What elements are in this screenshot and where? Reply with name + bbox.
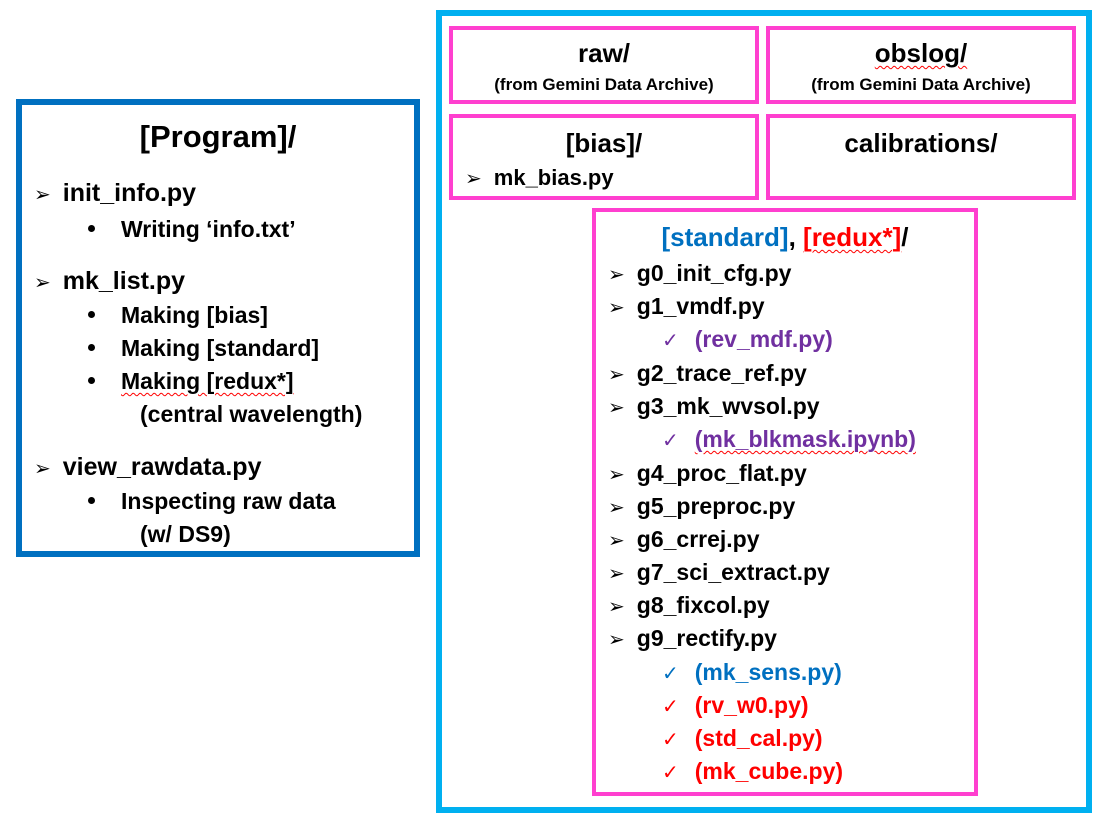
program-item-view-rawdata: ➢view_rawdata.py <box>34 453 262 481</box>
bias-box: [bias]/ ➢mk_bias.py <box>449 114 759 200</box>
optional-script: ✓(rev_mdf.py) <box>662 326 833 352</box>
script-item: ➢g0_init_cfg.py <box>608 260 792 286</box>
checkmark-icon: ✓ <box>662 330 679 352</box>
optional-script: ✓(mk_sens.py) <box>662 659 842 685</box>
obslog-title: obslog/ <box>874 38 968 68</box>
dot-bullet-icon <box>88 344 95 352</box>
program-title: [Program]/ <box>139 119 297 154</box>
program-note: Inspecting raw data <box>88 490 336 513</box>
dot-bullet-icon <box>88 225 95 233</box>
program-note-cont: (central wavelength) <box>140 401 363 427</box>
checkmark-icon: ✓ <box>662 762 679 784</box>
script-item: ➢g5_preproc.py <box>608 493 796 519</box>
dot-bullet-icon <box>88 497 95 505</box>
script-item: ➢g4_proc_flat.py <box>608 460 807 486</box>
arrow-bullet-icon: ➢ <box>608 497 625 519</box>
obslog-box: obslog/ (from Gemini Data Archive) <box>766 26 1076 104</box>
standard-title: [standard], [redux*]/ <box>661 222 909 252</box>
arrow-bullet-icon: ➢ <box>608 364 625 386</box>
arrow-bullet-icon: ➢ <box>608 397 625 419</box>
arrow-bullet-icon: ➢ <box>608 464 625 486</box>
bias-title: [bias]/ <box>565 128 643 158</box>
program-note: Making [redux*] <box>88 370 294 393</box>
optional-script: ✓(mk_blkmask.ipynb) <box>662 426 916 452</box>
dot-bullet-icon <box>88 311 95 319</box>
arrow-bullet-icon: ➢ <box>608 563 625 585</box>
bias-item: ➢mk_bias.py <box>465 165 614 190</box>
script-item: ➢g6_crrej.py <box>608 526 760 552</box>
arrow-bullet-icon: ➢ <box>608 264 625 286</box>
checkmark-icon: ✓ <box>662 663 679 685</box>
arrow-bullet-icon: ➢ <box>608 596 625 618</box>
obslog-subtitle: (from Gemini Data Archive) <box>811 75 1031 94</box>
script-item: ➢g9_rectify.py <box>608 625 777 651</box>
raw-subtitle: (from Gemini Data Archive) <box>494 75 714 94</box>
program-note: Writing ‘info.txt’ <box>88 218 296 241</box>
arrow-bullet-icon: ➢ <box>34 272 51 294</box>
checkmark-icon: ✓ <box>662 696 679 718</box>
arrow-bullet-icon: ➢ <box>465 168 482 190</box>
arrow-bullet-icon: ➢ <box>34 458 51 480</box>
program-item-init-info: ➢init_info.py <box>34 179 197 207</box>
arrow-bullet-icon: ➢ <box>608 297 625 319</box>
raw-box: raw/ (from Gemini Data Archive) <box>449 26 759 104</box>
optional-script: ✓(rv_w0.py) <box>662 692 809 718</box>
calibrations-box: calibrations/ <box>766 114 1076 200</box>
script-item: ➢g1_vmdf.py <box>608 293 765 319</box>
dot-bullet-icon <box>88 377 95 385</box>
arrow-bullet-icon: ➢ <box>608 530 625 552</box>
program-box: [Program]/ ➢init_info.py Writing ‘info.t… <box>16 99 420 557</box>
script-item: ➢g8_fixcol.py <box>608 592 770 618</box>
arrow-bullet-icon: ➢ <box>34 184 51 206</box>
calibrations-title: calibrations/ <box>844 128 998 158</box>
program-note: Making [bias] <box>88 304 268 327</box>
program-note-cont: (w/ DS9) <box>140 521 231 547</box>
script-item: ➢g3_mk_wvsol.py <box>608 393 820 419</box>
script-item: ➢g2_trace_ref.py <box>608 360 807 386</box>
optional-script: ✓(mk_cube.py) <box>662 758 844 784</box>
raw-title: raw/ <box>577 38 631 68</box>
data-directory-box <box>436 10 1092 813</box>
program-item-mk-list: ➢mk_list.py <box>34 267 186 295</box>
checkmark-icon: ✓ <box>662 729 679 751</box>
standard-redux-box: [standard], [redux*]/ ➢g0_init_cfg.py ➢g… <box>592 208 978 796</box>
arrow-bullet-icon: ➢ <box>608 629 625 651</box>
program-note: Making [standard] <box>88 337 319 360</box>
optional-script: ✓(std_cal.py) <box>662 725 823 751</box>
checkmark-icon: ✓ <box>662 430 679 452</box>
script-item: ➢g7_sci_extract.py <box>608 559 830 585</box>
